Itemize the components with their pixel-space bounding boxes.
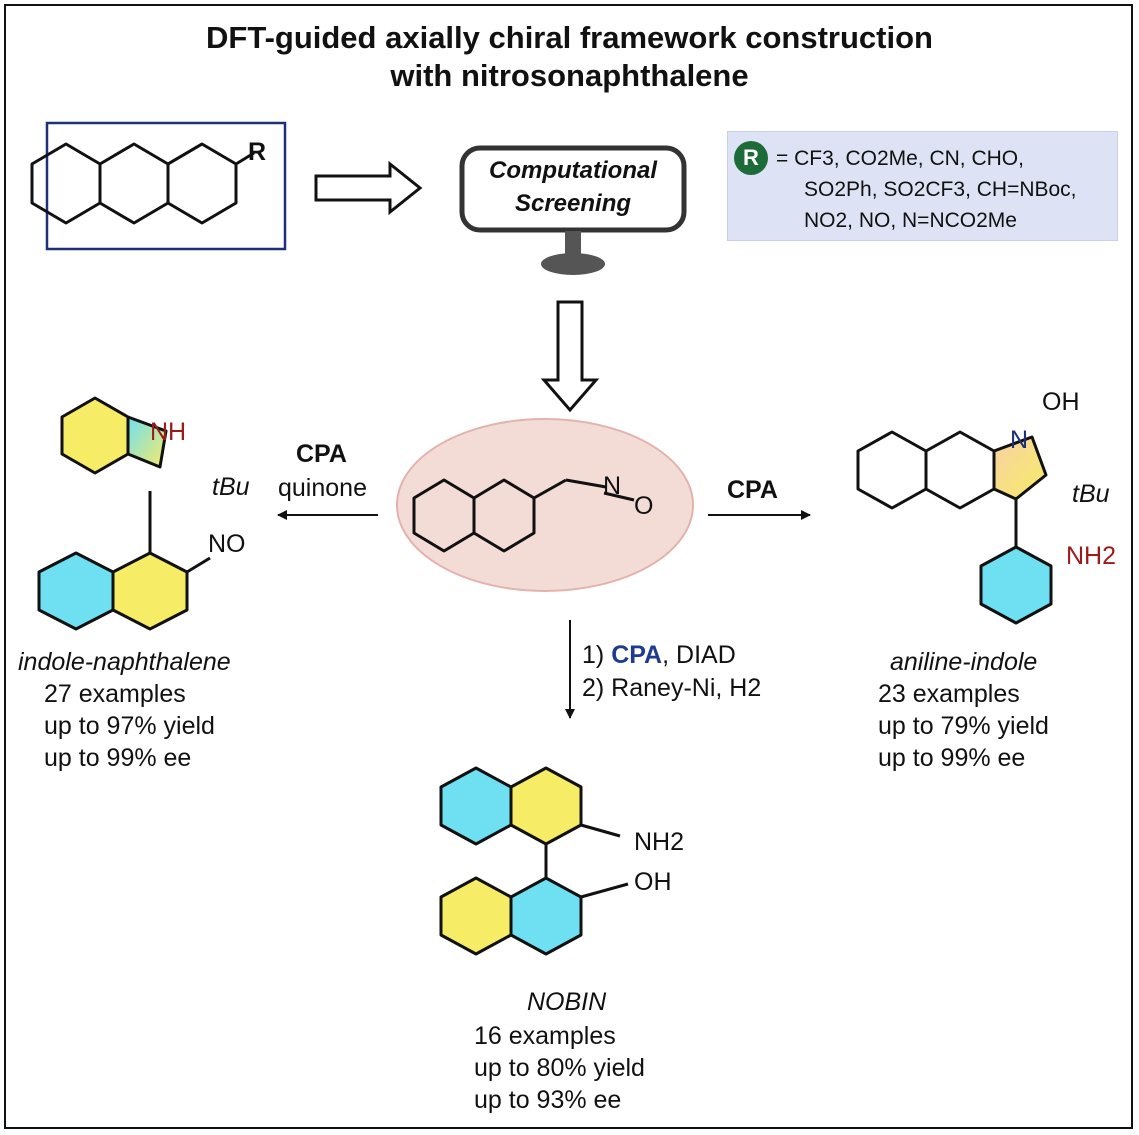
substituent-line-1: = CF3, CO2Me, CN, CHO, [776,147,1024,170]
left-reagent-quinone: quinone [278,474,367,502]
aniline-oh-label: OH [1042,388,1080,416]
aniline-tbu-label: tBu [1072,480,1110,508]
indole-nh-label: NH [150,418,187,446]
indole-no-label: NO [208,530,246,558]
monitor-screen [459,145,687,233]
indole-naphthalene-name: indole-naphthalene [18,648,231,676]
nobin-oh-label: OH [634,868,672,896]
aniline-indole-structure [856,430,1053,625]
nitroso-naphthalene [412,478,635,553]
indole-naphthalene-ee: up to 99% ee [44,744,192,772]
down-step-1: 1) CPA, DIAD [582,639,736,671]
substituent-line-3: NO2, NO, N=NCO2Me [804,209,1017,232]
nobin-yield: up to 80% yield [474,1054,645,1082]
aniline-indole-name: aniline-indole [890,648,1038,676]
down-step-2: 2) Raney-Ni, H2 [582,674,762,702]
title-line-1: DFT-guided axially chiral framework cons… [206,20,933,55]
aniline-indole-examples: 23 examples [878,680,1020,708]
hollow-arrow-down [540,300,600,413]
left-reagent-cpa: CPA [296,440,347,468]
screening-line-1: Computational [489,157,657,184]
indole-naphthalene-examples: 27 examples [44,680,186,708]
monitor-base [541,253,605,275]
monitor-neck [565,231,581,259]
nitroso-n-label: N [603,472,622,500]
nobin-examples: 16 examples [474,1022,616,1050]
indole-naphthalene-yield: up to 97% yield [44,712,215,740]
center-ellipse [396,418,694,592]
substituent-panel [727,131,1118,241]
screening-line-2: Screening [514,190,632,217]
substituent-line-2: SO2Ph, SO2CF3, CH=NBoc, [804,178,1077,201]
aniline-indole-yield: up to 79% yield [878,712,1049,740]
nobin-nh2-label: NH2 [634,828,685,856]
r-badge: R [734,141,768,175]
aniline-nh2-label: NH2 [1066,542,1117,570]
title-line-2: with nitrosonaphthalene [390,58,749,93]
down-step-1-cpa: CPA [611,641,663,669]
nobin-ee: up to 93% ee [474,1086,622,1114]
right-reagent-cpa: CPA [727,476,778,504]
hollow-arrow-right [314,160,423,216]
indole-tbu-label: tBu [212,473,250,501]
aniline-indole-ee: up to 99% ee [878,744,1026,772]
indole-naphthalene-structure [37,396,211,631]
nitroso-o-label: O [634,492,654,520]
start-naphthalene [30,142,255,225]
figure-frame [4,4,1133,1129]
start-material-box [45,121,287,251]
aniline-n-label: N [1010,426,1029,454]
down-step-1-rest: , DIAD [662,641,736,669]
nobin-name: NOBIN [527,988,607,1016]
start-r-label: R [248,138,267,166]
nobin-structure [439,766,629,956]
down-step-1-num: 1) [582,641,605,669]
